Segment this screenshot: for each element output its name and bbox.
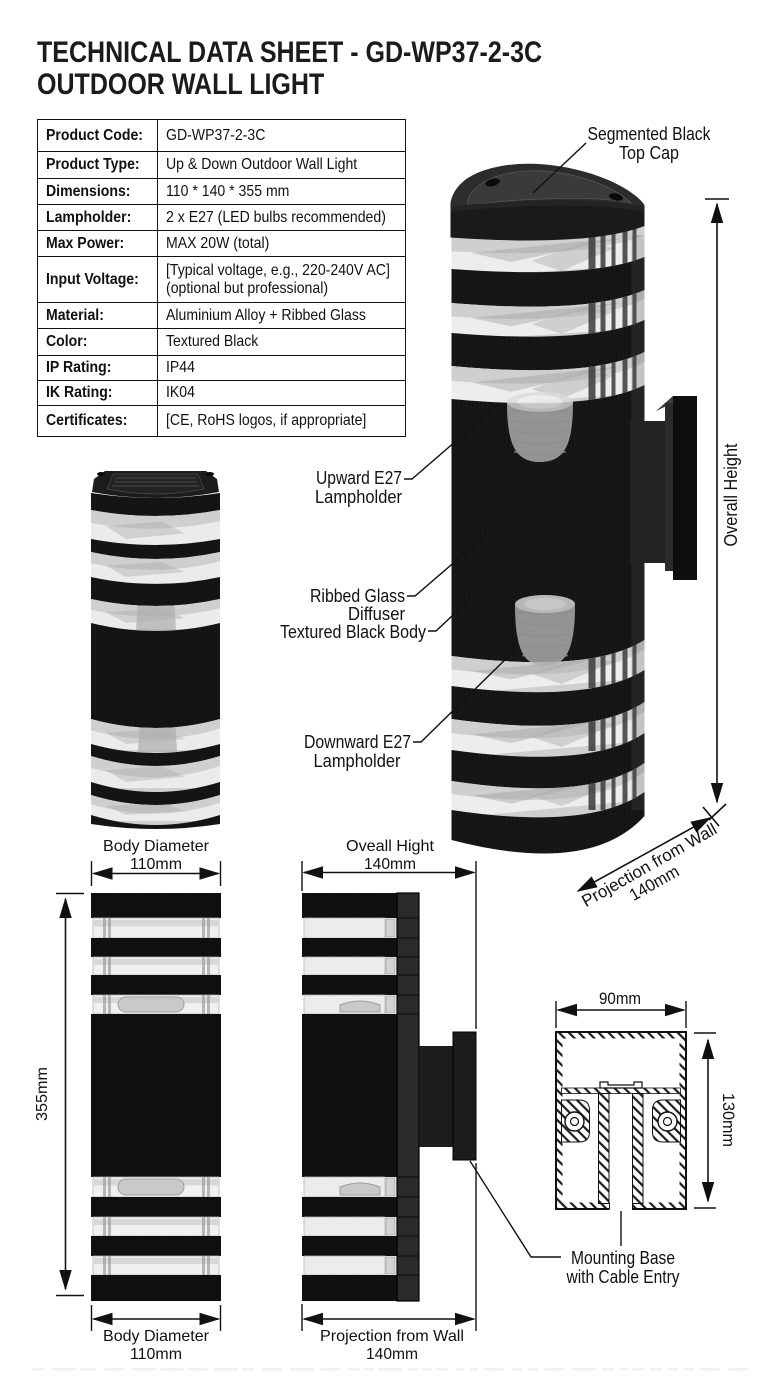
- svg-text:110mm: 110mm: [130, 856, 182, 873]
- svg-text:Textured Black Body: Textured Black Body: [280, 622, 426, 642]
- svg-text:355mm: 355mm: [34, 1067, 51, 1121]
- svg-text:140mm: 140mm: [364, 856, 416, 873]
- svg-text:with Cable Entry: with Cable Entry: [566, 1267, 680, 1287]
- svg-text:Projection from Wall: Projection from Wall: [320, 1328, 464, 1345]
- svg-text:Mounting Base: Mounting Base: [571, 1248, 675, 1268]
- svg-text:Lampholder: Lampholder: [315, 487, 402, 507]
- svg-text:Downward E27: Downward E27: [304, 732, 411, 752]
- svg-text:Oveall Hight: Oveall Hight: [346, 838, 435, 855]
- svg-text:Diffuser: Diffuser: [348, 604, 405, 624]
- svg-text:Segmented Black: Segmented Black: [588, 124, 712, 144]
- svg-text:Lampholder: Lampholder: [314, 751, 401, 771]
- svg-text:Top Cap: Top Cap: [619, 143, 679, 163]
- svg-text:Body Diameter: Body Diameter: [103, 838, 210, 855]
- svg-text:Upward E27: Upward E27: [316, 468, 402, 488]
- svg-text:90mm: 90mm: [599, 989, 641, 1008]
- svg-text:110mm: 110mm: [130, 1346, 182, 1363]
- svg-text:Body Diameter: Body Diameter: [103, 1328, 210, 1345]
- svg-text:140mm: 140mm: [366, 1346, 418, 1363]
- svg-text:130mm: 130mm: [719, 1093, 738, 1147]
- svg-text:Overall Height: Overall Height: [721, 444, 741, 547]
- svg-text:Ribbed Glass: Ribbed Glass: [310, 586, 405, 606]
